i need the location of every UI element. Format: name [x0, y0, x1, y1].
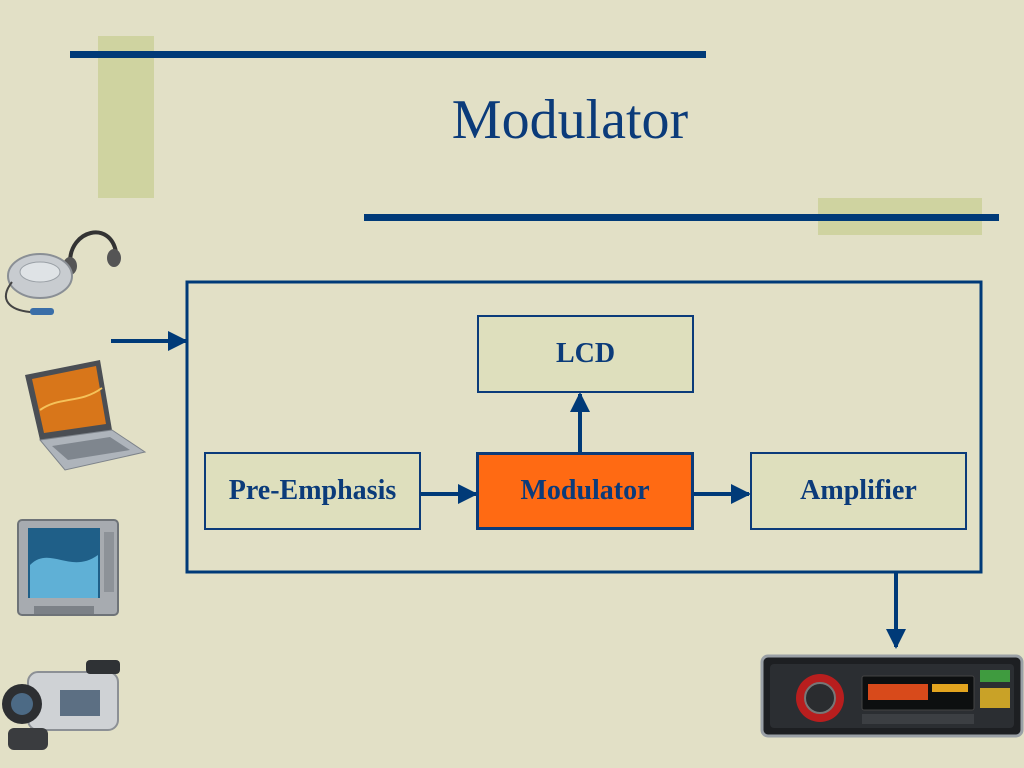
- television-icon: [17, 519, 119, 616]
- modulator-block: Modulator: [476, 452, 694, 530]
- car-stereo-icon: [760, 654, 1024, 738]
- cd-player-headphones-icon: [5, 230, 121, 315]
- slide-title: Modulator: [451, 89, 689, 151]
- laptop-icon: [25, 360, 147, 471]
- lcd-block: LCD: [477, 315, 694, 393]
- system-boundary: [185, 280, 983, 574]
- camcorder-icon: [2, 660, 120, 750]
- amplifier-block: Amplifier: [750, 452, 967, 530]
- decor-bottom-line: [364, 214, 999, 221]
- decor-vertical-block: [98, 36, 154, 198]
- decor-top-line: [70, 51, 706, 58]
- pre-emphasis-block: Pre-Emphasis: [204, 452, 421, 530]
